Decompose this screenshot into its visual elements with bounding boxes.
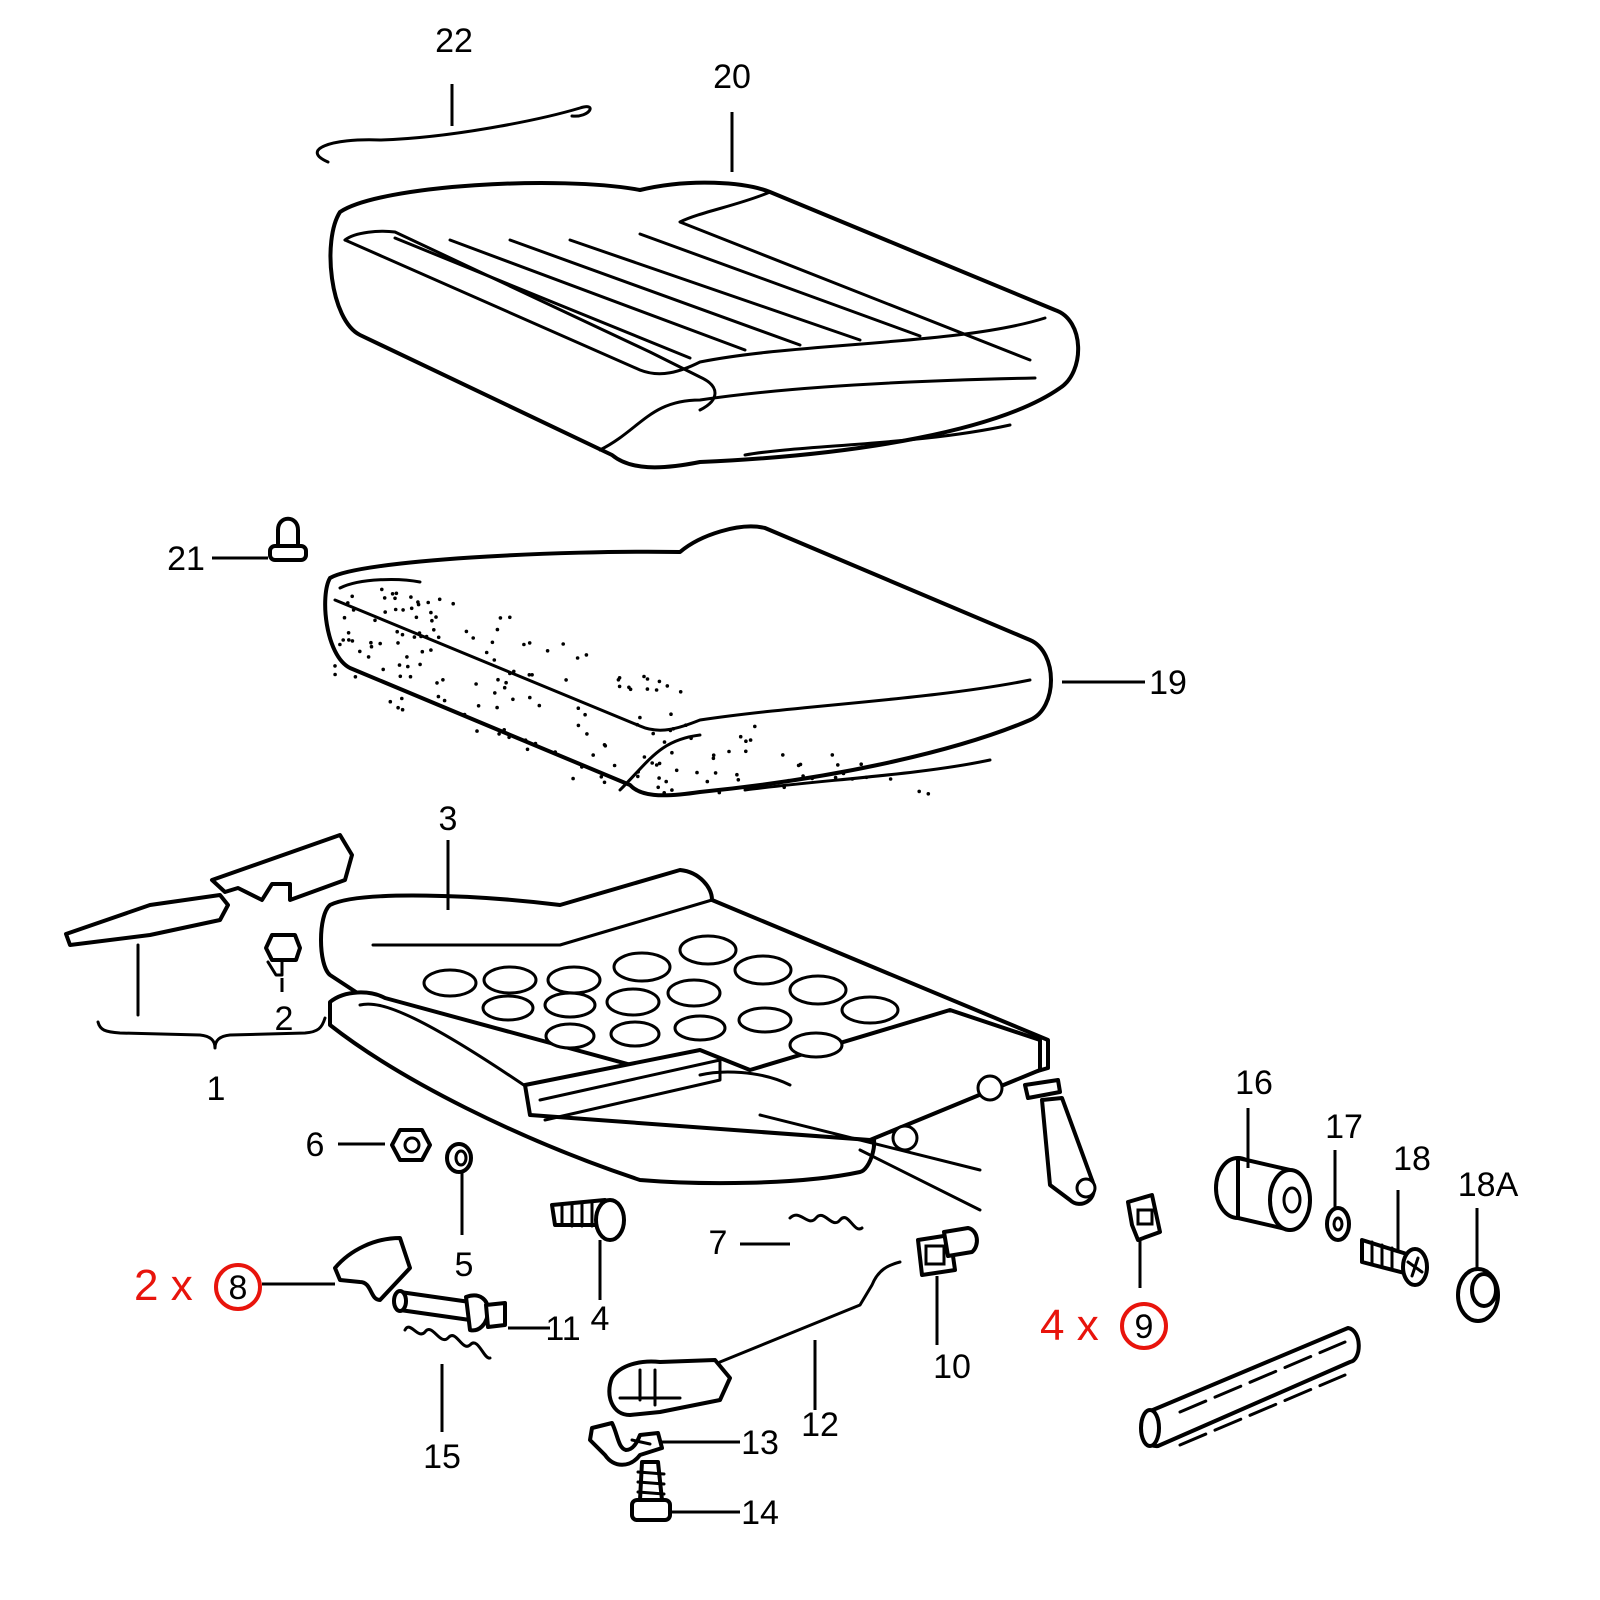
label-4: 4 — [591, 1300, 610, 1338]
label-20: 20 — [713, 58, 751, 96]
label-16: 16 — [1235, 1064, 1273, 1102]
part-21-clip — [268, 516, 308, 562]
label-22: 22 — [435, 22, 473, 60]
label-17: 17 — [1325, 1108, 1363, 1146]
part-17-washer — [1325, 1206, 1351, 1242]
leader-lines — [212, 84, 1479, 1514]
part-3-seat-frame — [319, 868, 1062, 1212]
label-11: 11 — [545, 1310, 580, 1348]
part-1-trim-panels — [64, 833, 354, 1050]
part-13-clamp — [588, 1421, 664, 1467]
part-11-pin — [392, 1289, 507, 1333]
qty-text-8: 2 x — [134, 1261, 193, 1310]
label-12: 12 — [801, 1406, 839, 1444]
label-7: 7 — [709, 1224, 728, 1262]
qty-text-9: 4 x — [1040, 1301, 1099, 1350]
part-18a-cap — [1456, 1267, 1500, 1323]
cross-tube — [1139, 1326, 1361, 1448]
label-1: 1 — [207, 1070, 226, 1108]
label-19: 19 — [1149, 664, 1187, 702]
label-15: 15 — [423, 1438, 461, 1476]
part-19-foam-pad — [323, 524, 1053, 798]
label-2: 2 — [275, 1000, 294, 1038]
foam-texture-dots — [333, 587, 931, 796]
part-9-clip — [1126, 1193, 1162, 1242]
part-number-labels: 22 20 21 19 3 2 1 6 5 4 7 11 15 10 12 13… — [167, 22, 1518, 1532]
part-14-screw — [630, 1460, 672, 1522]
crank-lever — [1040, 1096, 1097, 1206]
label-18a: 18A — [1458, 1166, 1519, 1204]
part-7-spring — [788, 1213, 864, 1231]
label-6: 6 — [306, 1126, 325, 1164]
part-18-screw — [1360, 1238, 1429, 1287]
label-21: 21 — [167, 540, 205, 578]
label-8: 8 — [229, 1269, 248, 1307]
part-2-clip — [264, 933, 302, 992]
part-15-spring — [403, 1325, 492, 1360]
part-4-bolt — [550, 1198, 626, 1242]
part-16-bushing — [1214, 1156, 1312, 1232]
label-3: 3 — [439, 800, 458, 838]
part-6-nut — [390, 1128, 432, 1162]
part-22-wire — [315, 105, 592, 164]
quantity-annotation-8: 2 x 8 — [134, 1261, 262, 1311]
label-13: 13 — [741, 1424, 779, 1462]
label-9: 9 — [1135, 1308, 1154, 1346]
label-14: 14 — [741, 1494, 779, 1532]
label-10: 10 — [933, 1348, 971, 1386]
part-8-catch — [333, 1236, 412, 1302]
part-10-sleeve — [916, 1226, 979, 1277]
label-18: 18 — [1393, 1140, 1431, 1178]
part-5-washer — [445, 1142, 473, 1174]
label-5: 5 — [455, 1246, 474, 1284]
part-12-release-rod — [607, 1260, 902, 1417]
quantity-annotation-9: 4 x 9 — [1040, 1301, 1168, 1350]
part-20-seat-cover — [328, 180, 1081, 470]
